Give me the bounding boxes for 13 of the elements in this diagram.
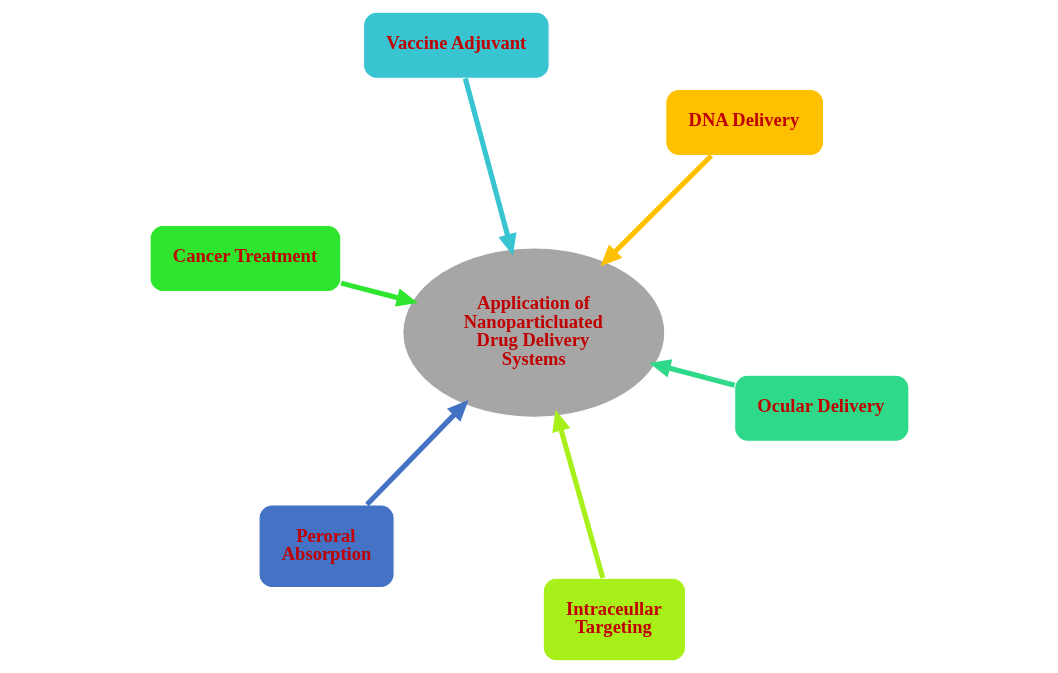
node-box: Ocular Delivery — [733, 374, 909, 442]
node-box: Vaccine Adjuvant — [362, 11, 550, 79]
node-ellipse: Application of Nanoparticluated Drug Delivery Systems — [401, 247, 665, 418]
arrow — [551, 409, 605, 579]
arrow — [648, 359, 735, 388]
arrow — [364, 399, 469, 507]
node-box: Intraceullar Targeting — [542, 577, 686, 662]
node-box: DNA Delivery — [664, 88, 824, 156]
arrow — [339, 280, 418, 307]
arrow — [600, 153, 713, 267]
node-box: Cancer Treatment — [149, 225, 341, 293]
node-box: Peroral Absorption — [258, 504, 395, 588]
arrow — [462, 77, 516, 256]
